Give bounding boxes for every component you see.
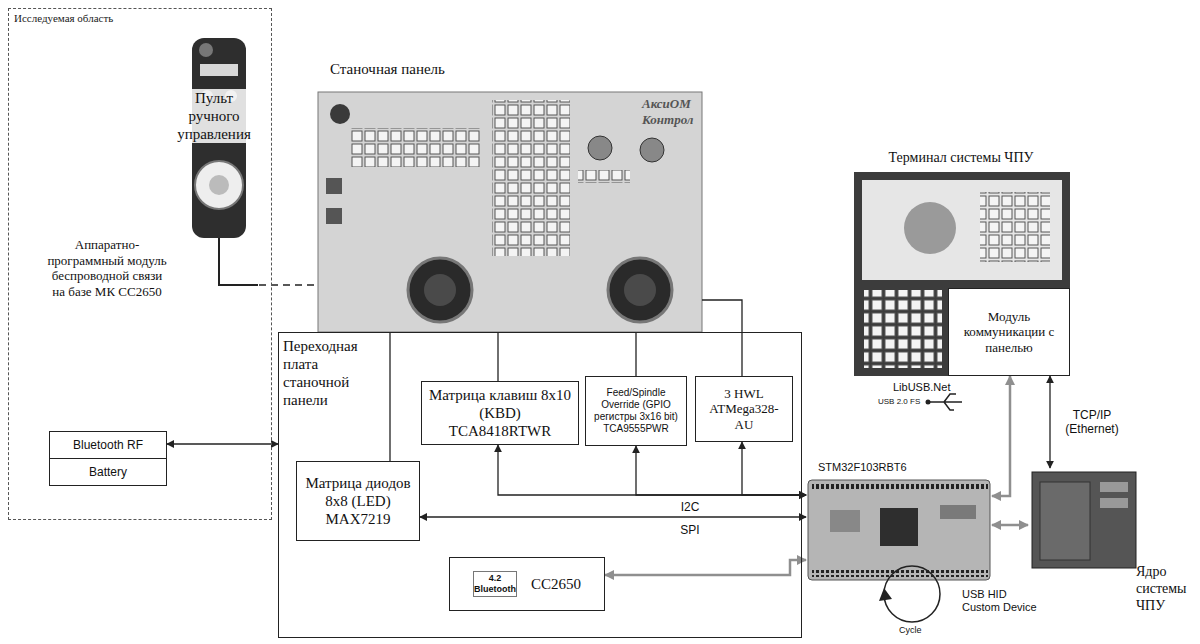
bus-label: I2C <box>678 500 703 514</box>
board-part <box>940 505 976 519</box>
override-knob <box>640 138 664 162</box>
override-gpio: Feed/Spindle Override (GPIO регистры 3x1… <box>585 376 687 446</box>
pendant: Пульт ручного управления <box>169 37 259 287</box>
node-text: 3 HWL ATMega328-AU <box>701 386 787 433</box>
usb-link <box>992 524 1028 527</box>
node-text: Матрица клавиш 8x10 (KBD) TCA8418RTWR <box>427 386 573 440</box>
handwheel <box>408 258 472 322</box>
terminal-keys <box>864 290 942 368</box>
node-text: Bluetooth RF <box>55 438 161 452</box>
cycle-circle <box>884 566 940 622</box>
adapter-board: Переходная плата станочной панелиМатрица… <box>278 332 802 638</box>
logo-text: АксиОМ Контрол <box>642 96 700 127</box>
study-region: Исследуемая областьПульт ручного управле… <box>8 8 272 520</box>
bus-label: SPI <box>677 523 702 537</box>
key-row <box>578 170 630 183</box>
node-text: Модуль коммуникации с панелью <box>954 309 1064 356</box>
node-text: Feed/Spindle Override (GPIO регистры 3x1… <box>591 387 681 435</box>
signal-line <box>389 332 390 461</box>
mcu-board: STM32F103RBT6 <box>806 458 992 582</box>
node-text: Терминал системы ЧПУ <box>850 150 1072 167</box>
node-text: Станочная панель <box>318 60 702 78</box>
key-block <box>350 128 480 167</box>
emergency-stop <box>330 104 350 124</box>
handwheel-hub <box>624 274 656 306</box>
node-text: Ядро системы ЧПУ <box>1136 564 1194 614</box>
handwheel-mcu: 3 HWL ATMega328-AU <box>695 376 793 442</box>
comm-module: Модуль коммуникации с панелью <box>948 288 1070 376</box>
node-text: Переходная плата станочной панели <box>279 333 377 409</box>
key-matrix: Матрица клавиш 8x10 (KBD) TCA8418RTWR <box>421 381 579 445</box>
wireless-module: Аппаратно-программный модуль беспроводно… <box>29 237 185 493</box>
cycle-label: Cycle <box>899 625 922 636</box>
node-text: Исследуемая область <box>9 9 271 28</box>
cycle-arrow <box>879 588 892 601</box>
signal-line <box>635 332 636 376</box>
interface-label: USB HID Custom Device <box>962 588 1042 614</box>
handwheel <box>608 258 672 322</box>
pendant-wheel-hub <box>209 175 229 195</box>
pendant-display <box>200 64 238 76</box>
node-text: Пульт ручного управления <box>169 89 259 143</box>
handwheel-hub <box>424 274 456 306</box>
pendant-cable <box>219 238 258 285</box>
usb-connector <box>830 510 860 532</box>
ble-chip: 4.2 Bluetooth CC2650 <box>449 557 605 611</box>
usb-link <box>605 560 806 575</box>
signal-line <box>1049 376 1050 468</box>
signal-line <box>498 445 806 495</box>
keypad <box>492 100 570 256</box>
signal-line <box>636 446 806 495</box>
screen-graphic <box>904 202 956 254</box>
drive-bay <box>1100 482 1128 492</box>
computer-case <box>1032 472 1136 568</box>
node-text: 4.2 Bluetooth <box>473 571 517 597</box>
rf-block: Bluetooth RF <box>49 431 167 459</box>
usb-link <box>992 376 1010 496</box>
node-text: Аппаратно-программный модуль беспроводно… <box>45 237 169 299</box>
panel-button <box>326 208 342 224</box>
signal-line <box>259 284 318 285</box>
mcu-board-photo <box>808 480 990 580</box>
signal-line <box>167 443 278 444</box>
signal-line <box>420 516 806 517</box>
card-slots <box>1040 482 1090 560</box>
node-text: CC2650 <box>531 575 581 593</box>
cnc-terminal: Терминал системы ЧПУ Модуль коммуникации … <box>850 150 1072 378</box>
drive-bay <box>1100 498 1128 508</box>
battery-block: Battery <box>49 458 167 486</box>
panel-photo <box>318 92 702 332</box>
pendant-wheel <box>195 161 243 209</box>
usb-icon <box>928 394 962 410</box>
pin-header <box>812 483 988 490</box>
usb-label: USB 2.0 FS <box>878 397 920 407</box>
signal-line <box>497 332 498 381</box>
mcu-chip <box>880 508 918 546</box>
node-text: Матрица диодов 8x8 (LED) MAX7219 <box>302 474 414 528</box>
screen-grid <box>980 192 1050 262</box>
signal-line <box>702 300 742 376</box>
signal-line <box>742 442 806 495</box>
led-matrix: Матрица диодов 8x8 (LED) MAX7219 <box>296 461 420 541</box>
node-text: Battery <box>55 465 161 479</box>
node-text: STM32F103RBT6 <box>806 458 992 474</box>
terminal-housing <box>854 172 1070 376</box>
cnc-core: Ядро системы ЧПУ <box>1028 468 1196 638</box>
terminal-screen <box>862 180 1062 280</box>
pendant-estop <box>199 43 213 57</box>
bus-label: TCP/IP (Ethernet) <box>1057 408 1127 437</box>
panel-button <box>326 178 342 194</box>
override-knob <box>588 136 612 160</box>
library-label: LibUSB.Net <box>893 381 950 394</box>
pin-header <box>812 570 988 577</box>
